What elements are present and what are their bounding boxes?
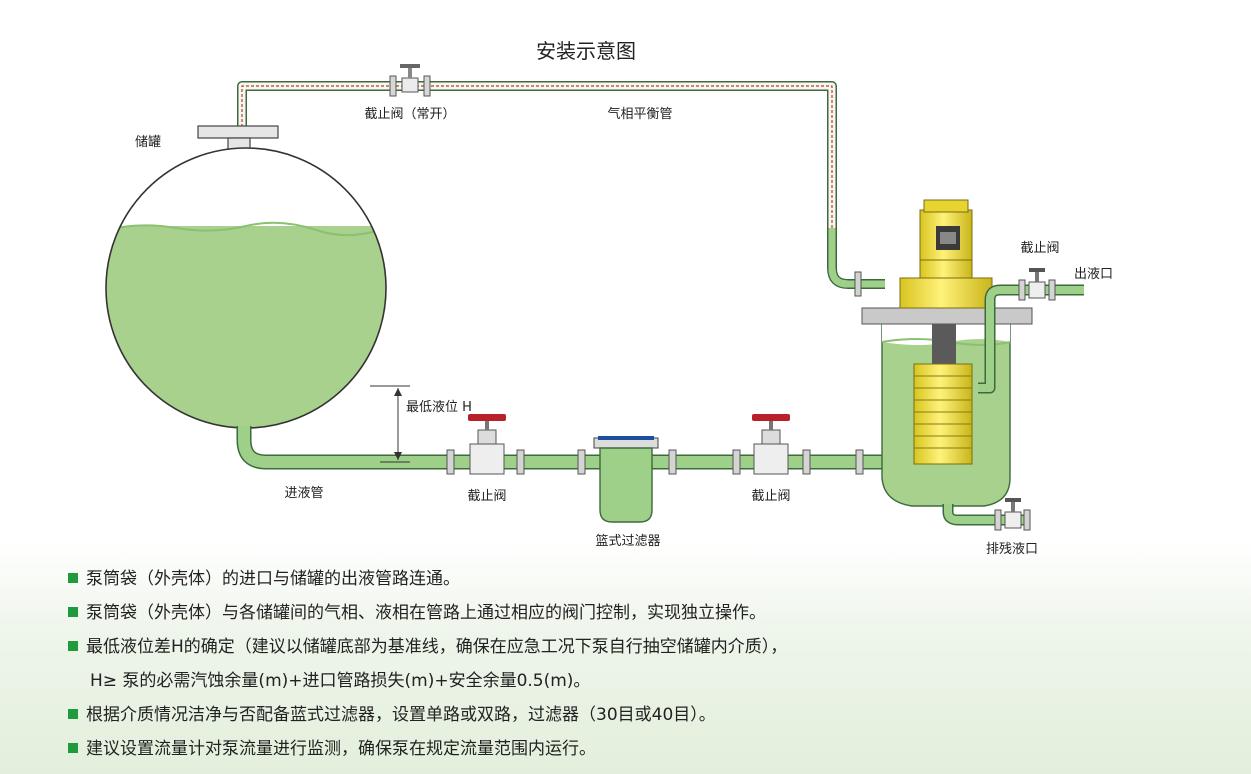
valve-left-icon [468,414,506,475]
installation-diagram: 安装示意图 截止阀（常开） 气相平衡管 储罐 [105,39,1113,557]
balance-pipe-label: 气相平衡管 [607,106,672,122]
inlet-pipe [236,426,886,470]
note-item: 根据介质情况洁净与否配备蓝式过滤器，设置单路或双路，过滤器（30目或40目）。 [68,698,1218,732]
note-item: 最低液位差H的确定（建议以储罐底部为基准线，确保在应急工况下泵自行抽空储罐内介质… [68,630,1218,664]
note-text: 泵筒袋（外壳体）与各储罐间的气相、液相在管路上通过相应的阀门控制，实现独立操作。 [86,603,766,623]
pump-assembly [899,199,993,465]
inlet-pipe-label: 进液管 [284,486,323,501]
valve-top-icon [389,64,431,97]
diagram-title: 安装示意图 [536,39,636,63]
notes-list: 泵筒袋（外壳体）的进口与储罐的出液管路连通。 泵筒袋（外壳体）与各储罐间的气相、… [68,562,1218,766]
drain-label: 排残液口 [986,542,1038,557]
outlet-pipe [978,279,1084,394]
note-text: 最低液位差H的确定（建议以储罐底部为基准线，确保在应急工况下泵自行抽空储罐内介质… [86,637,788,657]
bullet-icon [68,641,78,651]
note-item: 泵筒袋（外壳体）的进口与储罐的出液管路连通。 [68,562,1218,596]
note-item-continuation: H≥ 泵的必需汽蚀余量(m)+进口管路损失(m)+安全余量0.5(m)。 [68,664,1218,698]
note-text: 泵筒袋（外壳体）的进口与储罐的出液管路连通。 [86,569,460,589]
note-text: 建议设置流量计对泵流量进行监测，确保泵在规定流量范围内运行。 [86,739,596,759]
note-item: 泵筒袋（外壳体）与各储罐间的气相、液相在管路上通过相应的阀门控制，实现独立操作。 [68,596,1218,630]
bullet-icon [68,573,78,583]
filter-label: 篮式过滤器 [595,534,660,549]
note-item: 建议设置流量计对泵流量进行监测，确保泵在规定流量范围内运行。 [68,732,1218,766]
bullet-icon [68,607,78,617]
min-level-dimension [370,385,410,463]
valve-outlet-label: 截止阀 [1020,241,1059,256]
valve-left-label: 截止阀 [467,489,506,504]
bullet-icon [68,743,78,753]
valve-mid-label: 截止阀 [751,489,790,504]
drain-pipe [942,504,1031,531]
gas-balance-pipe [237,81,885,297]
pipe-flanges [446,449,864,475]
valve-top-label: 截止阀（常开） [364,107,455,122]
basket-filter-icon [593,436,659,523]
outlet-label: 出液口 [1074,267,1113,282]
note-text: H≥ 泵的必需汽蚀余量(m)+进口管路损失(m)+安全余量0.5(m)。 [90,671,591,691]
valve-mid-icon [752,414,790,475]
tank-label: 储罐 [135,135,161,150]
valve-outlet-icon [1028,268,1046,299]
min-level-label: 最低液位 H [406,400,472,415]
valve-drain-icon [1004,498,1022,529]
note-text: 根据介质情况洁净与否配备蓝式过滤器，设置单路或双路，过滤器（30目或40目）。 [86,705,716,725]
bullet-icon [68,709,78,719]
storage-tank [105,125,387,429]
